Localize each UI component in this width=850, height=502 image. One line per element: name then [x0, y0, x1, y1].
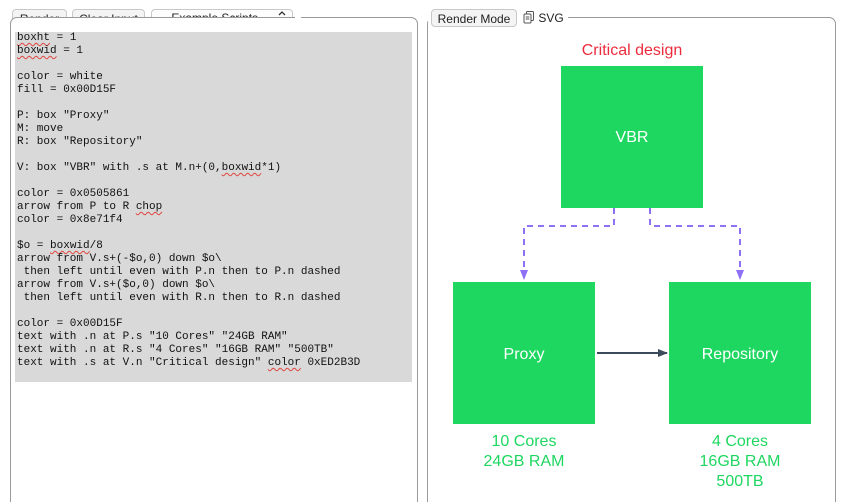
diagram-canvas: Critical design VBR Proxy Repository 10 …	[453, 42, 811, 490]
script-line	[17, 149, 412, 162]
proxy-box: Proxy	[453, 282, 595, 424]
proxy-spec-ram: 24GB RAM	[484, 453, 565, 470]
script-line: color = 0x00D15F	[17, 318, 123, 330]
script-line: color = white	[17, 71, 103, 83]
script-line: P: box "Proxy"	[17, 110, 110, 122]
vbr-box-label: VBR	[616, 129, 649, 146]
proxy-box-label: Proxy	[504, 346, 545, 363]
proxy-specs: 10 Cores 24GB RAM	[484, 433, 565, 470]
repository-box-label: Repository	[702, 346, 778, 363]
script-line: V: box "VBR" with .s at M.n+(0,boxwid*1)	[17, 162, 282, 174]
script-line	[17, 175, 412, 188]
svg-tab-label: SVG	[538, 11, 564, 25]
script-line	[17, 97, 412, 110]
critical-design-label: Critical design	[582, 42, 682, 59]
script-line: boxwid = 1	[17, 45, 84, 57]
repository-spec-ram: 16GB RAM	[700, 453, 781, 470]
repository-box: Repository	[669, 282, 811, 424]
script-line	[17, 58, 412, 71]
script-line: text with .n at P.s "10 Cores" "24GB RAM…	[17, 331, 288, 343]
proxy-spec-cores: 10 Cores	[492, 433, 557, 450]
script-line: text with .n at R.s "4 Cores" "16GB RAM"…	[17, 344, 334, 356]
script-line: color = 0x0505861	[17, 188, 130, 200]
script-line	[17, 227, 412, 240]
script-line: arrow from V.s+($o,0) down $o\	[17, 279, 216, 291]
repository-spec-storage: 500TB	[716, 473, 763, 490]
script-line: then left until even with P.n then to P.…	[17, 266, 341, 278]
vbr-to-repository-dashed-arrow	[649, 208, 744, 280]
script-line: fill = 0x00D15F	[17, 84, 117, 96]
script-line: $o = boxwid/8	[17, 240, 103, 252]
svg-tab[interactable]: SVG	[523, 9, 564, 29]
script-line: arrow from P to R chop	[17, 201, 163, 213]
script-line: boxht = 1	[17, 32, 77, 44]
script-line: M: move	[17, 123, 64, 135]
script-line: text with .s at V.n "Critical design" co…	[17, 357, 361, 369]
copy-icon[interactable]	[523, 11, 535, 29]
vbr-box: VBR	[561, 66, 703, 208]
repository-specs: 4 Cores 16GB RAM 500TB	[700, 433, 781, 490]
script-line	[17, 305, 412, 318]
script-line: arrow from V.s+(-$o,0) down $o\	[17, 253, 222, 265]
script-line: R: box "Repository"	[17, 136, 143, 148]
render-mode-button[interactable]: Render Mode	[431, 9, 517, 27]
script-line: then left until even with R.n then to R.…	[17, 292, 341, 304]
vbr-to-proxy-dashed-arrow	[520, 208, 615, 280]
script-line: color = 0x8e71f4	[17, 214, 123, 226]
repository-spec-cores: 4 Cores	[712, 433, 768, 450]
